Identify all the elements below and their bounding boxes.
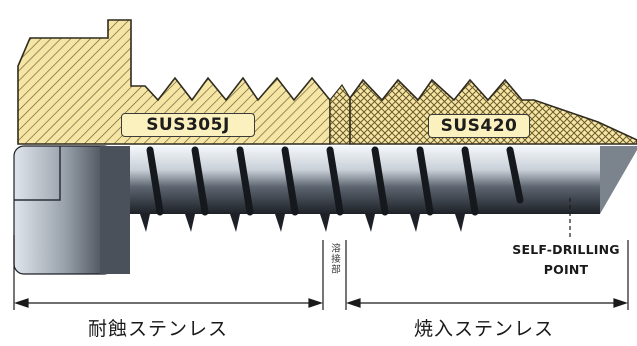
weld-zone-label: 溶接部: [329, 243, 340, 275]
cross-section: [17, 19, 637, 145]
self-drilling-label: SELF-DRILLING: [512, 242, 620, 257]
dimension-lines: [13, 198, 629, 310]
point-label: POINT: [543, 262, 589, 277]
screw-body: [13, 145, 637, 275]
caption-hardened: 焼入ステンレス: [414, 318, 555, 340]
material-label-sus420: SUS420: [428, 114, 530, 138]
section-weld-crosshatched: [329, 83, 351, 145]
section-right-crosshatched: [349, 78, 637, 145]
material-label-sus305j: SUS305J: [121, 113, 255, 137]
caption-corrosion-resistant: 耐蝕ステンレス: [88, 318, 229, 340]
